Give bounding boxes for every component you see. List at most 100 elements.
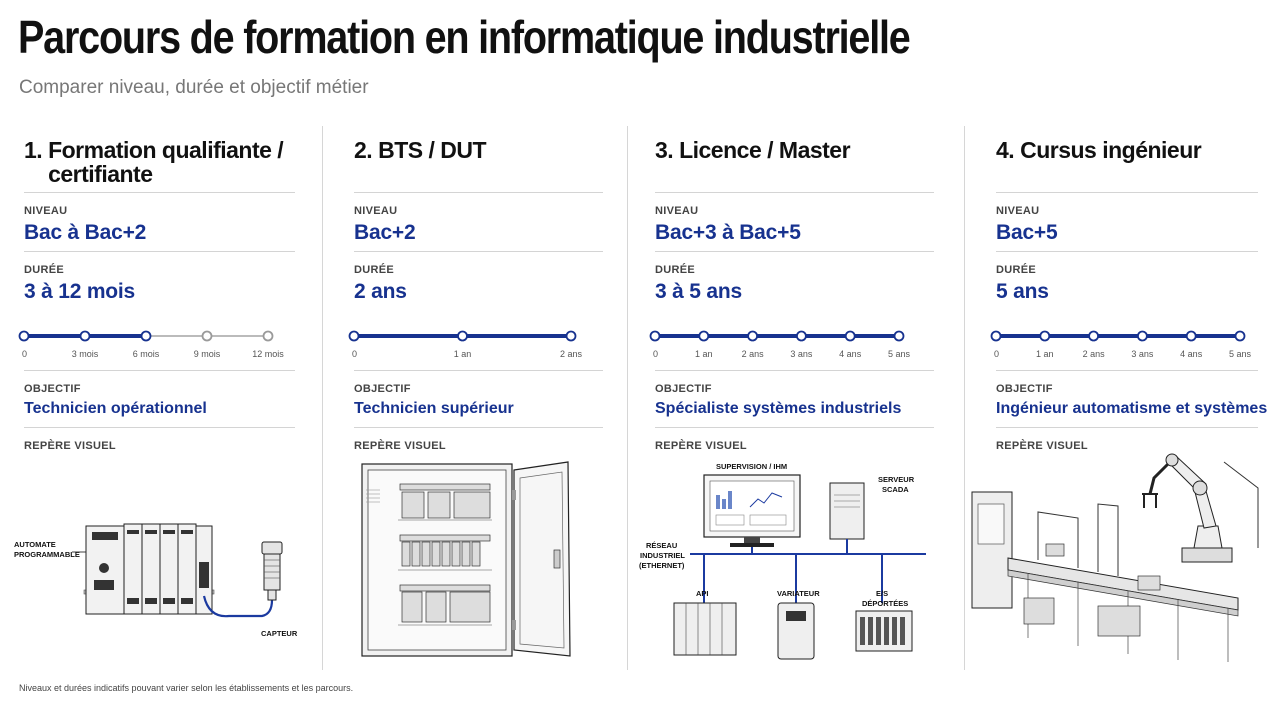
column-title-text: BTS / DUT	[378, 137, 487, 163]
niveau-label: NIVEAU	[24, 205, 68, 217]
timeline-tick-label: 1 an	[1036, 349, 1054, 359]
objectif-label: OBJECTIF	[655, 383, 712, 395]
illustration-label: CAPTEUR	[261, 629, 298, 638]
timeline-tick-label: 1 an	[454, 349, 472, 359]
objectif-value: Spécialiste systèmes industriels	[655, 400, 902, 417]
divider	[354, 192, 603, 193]
timeline-tick-label: 1 an	[695, 349, 713, 359]
illustration-label: PROGRAMMABLE	[14, 550, 80, 559]
duree-label: DURÉE	[655, 264, 696, 276]
timeline-tick-label: 0	[653, 349, 658, 359]
niveau-value: Bac+3 à Bac+5	[655, 221, 801, 244]
illustration-label: SUPERVISION / IHM	[716, 462, 787, 471]
divider	[996, 370, 1258, 371]
illustration-label: E/S	[876, 589, 888, 598]
divider	[655, 192, 934, 193]
timeline-tick-label: 2 ans	[742, 349, 765, 359]
repere-label: REPÈRE VISUEL	[354, 440, 446, 452]
divider	[24, 251, 295, 252]
timeline-marker	[457, 330, 468, 342]
industrial-network-icon: SUPERVISION / IHM SERVEUR SCADA RÉSEAU I…	[639, 462, 926, 660]
repere-label: REPÈRE VISUEL	[996, 440, 1088, 452]
column-title-text: Cursus ingénieur	[1020, 137, 1202, 163]
plc-sensor-icon: AUTOMATE PROGRAMMABLE CAPTEUR	[14, 523, 298, 638]
illustration-label: VARIATEUR	[777, 589, 820, 598]
divider	[996, 427, 1258, 428]
illustration-label: SCADA	[882, 485, 909, 494]
timeline-marker	[1039, 330, 1051, 342]
timeline-marker	[1088, 330, 1099, 342]
column-title: 4. Cursus ingénieur	[996, 138, 1258, 188]
page-subtitle: Comparer niveau, durée et objectif métie…	[19, 77, 369, 98]
illustration-label: DÉPORTÉES	[862, 599, 908, 608]
timeline-tick-label: 9 mois	[194, 349, 221, 359]
timeline-marker	[140, 330, 152, 342]
duree-value: 5 ans	[996, 280, 1049, 303]
column-formation-qualifiante: 1. Formation qualifiante / certifiante N…	[18, 138, 295, 454]
timeline-tick-label: 3 ans	[790, 349, 813, 359]
robotic-production-line-icon	[971, 453, 1259, 662]
column-number: 4.	[996, 137, 1021, 163]
timeline-tick-label: 5 ans	[1229, 349, 1252, 359]
divider	[655, 427, 934, 428]
timeline-tick-label: 3 mois	[72, 349, 99, 359]
column-title: 2. BTS / DUT	[354, 138, 603, 188]
illustration-label: API	[696, 589, 709, 598]
column-title: 1. Formation qualifiante / certifiante	[24, 138, 295, 188]
divider	[24, 427, 295, 428]
timeline-marker	[79, 330, 91, 342]
objectif-value: Technicien opérationnel	[24, 400, 207, 417]
timeline-tick-label: 6 mois	[133, 349, 160, 359]
timeline-svg: 0 3 mois 6 mois 9 mois 12 mois	[18, 330, 284, 359]
divider	[655, 251, 934, 252]
timeline-marker	[201, 330, 213, 342]
timeline-tick-label: 4 ans	[1180, 349, 1203, 359]
divider	[354, 427, 603, 428]
niveau-label: NIVEAU	[996, 205, 1040, 217]
objectif-label: OBJECTIF	[354, 383, 411, 395]
duree-value: 3 à 5 ans	[655, 280, 742, 303]
column-title-text: Formation qualifiante / certifiante	[48, 137, 284, 187]
duree-value: 2 ans	[354, 280, 407, 303]
timeline-tick-label: 3 ans	[1131, 349, 1154, 359]
illustration-label: AUTOMATE	[14, 540, 56, 549]
timeline-svg: 0 1 an 2 ans 3 ans 4 ans 5 ans	[990, 330, 1252, 359]
divider	[996, 192, 1258, 193]
timeline-tick-label: 2 ans	[560, 349, 583, 359]
divider	[996, 251, 1258, 252]
divider	[354, 251, 603, 252]
niveau-value: Bac+5	[996, 221, 1058, 244]
electrical-cabinet-icon	[361, 461, 571, 657]
column-divider	[627, 126, 628, 670]
divider	[24, 192, 295, 193]
timeline-marker	[565, 330, 577, 342]
niveau-value: Bac+2	[354, 221, 416, 244]
timeline-marker	[18, 330, 30, 342]
illustration-label: INDUSTRIEL	[640, 551, 685, 560]
duree-label: DURÉE	[996, 264, 1037, 276]
timeline-marker	[262, 330, 274, 342]
timeline-tick-label: 0	[994, 349, 999, 359]
niveau-value: Bac à Bac+2	[24, 221, 147, 244]
duration-timeline: 0 1 an 2 ans 3 ans 4 ans 5 ans	[990, 324, 1258, 370]
objectif-value: Ingénieur automatisme et systèmes	[996, 400, 1268, 417]
timeline-marker	[698, 330, 710, 342]
illustration-label: SERVEUR	[878, 475, 915, 484]
duree-label: DURÉE	[354, 264, 395, 276]
timeline-tick-label: 2 ans	[1083, 349, 1106, 359]
timeline-tick-label: 12 mois	[252, 349, 284, 359]
timeline-marker	[990, 330, 1002, 342]
timeline-tick-label: 0	[22, 349, 27, 359]
column-divider	[322, 126, 323, 670]
divider	[24, 370, 295, 371]
column-divider	[964, 126, 965, 670]
column-number: 3.	[655, 137, 680, 163]
column-number: 2.	[354, 137, 379, 163]
niveau-label: NIVEAU	[354, 205, 398, 217]
illustration-label: RÉSEAU	[646, 541, 677, 550]
duree-label: DURÉE	[24, 264, 65, 276]
